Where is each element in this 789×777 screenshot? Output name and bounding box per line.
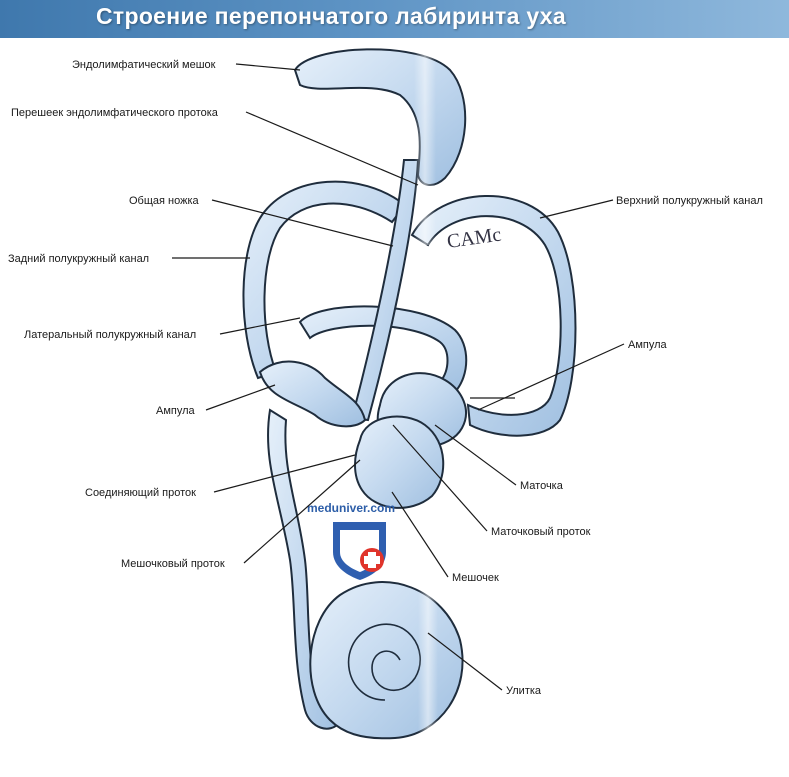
endolymphatic-sac-shape (293, 48, 467, 186)
cochlea-shape (309, 581, 464, 740)
label-endolymph-sac: Эндолимфатический мешок (72, 59, 216, 71)
page-title: Строение перепончатого лабиринта уха (96, 3, 566, 29)
label-ampulla-left: Ампула (156, 405, 196, 417)
label-connecting-duct: Соединяющий проток (85, 487, 196, 499)
title-bar: Строение перепончатого лабиринта уха (0, 0, 789, 38)
label-lateral-canal: Латеральный полукружный канал (24, 329, 196, 341)
label-saccule: Мешочек (452, 572, 499, 584)
label-cochlea: Улитка (506, 685, 542, 697)
labyrinth-diagram: CAMc meduniver.com Эндолимфатический меш… (8, 45, 763, 760)
label-superior-canal: Верхний полукружный канал (616, 195, 763, 207)
connecting-duct-shape (267, 408, 342, 730)
shine-strip-upper (414, 45, 436, 245)
label-common-crus: Общая ножка (129, 195, 200, 207)
label-ampulla-right: Ампула (628, 339, 668, 351)
labels: Эндолимфатический мешок Перешеек эндолим… (8, 59, 763, 697)
posterior-canal-shape (242, 180, 407, 380)
label-endolymph-isthmus: Перешеек эндолимфатического протока (11, 107, 219, 119)
label-utricle: Маточка (520, 480, 564, 492)
left-ampulla-shape (258, 360, 367, 428)
membranous-labyrinth (242, 48, 577, 740)
watermark-text: meduniver.com (307, 501, 395, 515)
leader-lines (172, 63, 625, 691)
label-utricular-duct: Маточковый проток (491, 526, 591, 538)
label-posterior-canal: Задний полукружный канал (8, 253, 149, 265)
label-saccular-duct: Мешочковый проток (121, 558, 225, 570)
artist-signature: CAMc (446, 224, 503, 253)
saccule-shape (354, 415, 445, 509)
shine-strip-lower (418, 590, 438, 760)
meduniver-logo: meduniver.com (307, 501, 395, 580)
